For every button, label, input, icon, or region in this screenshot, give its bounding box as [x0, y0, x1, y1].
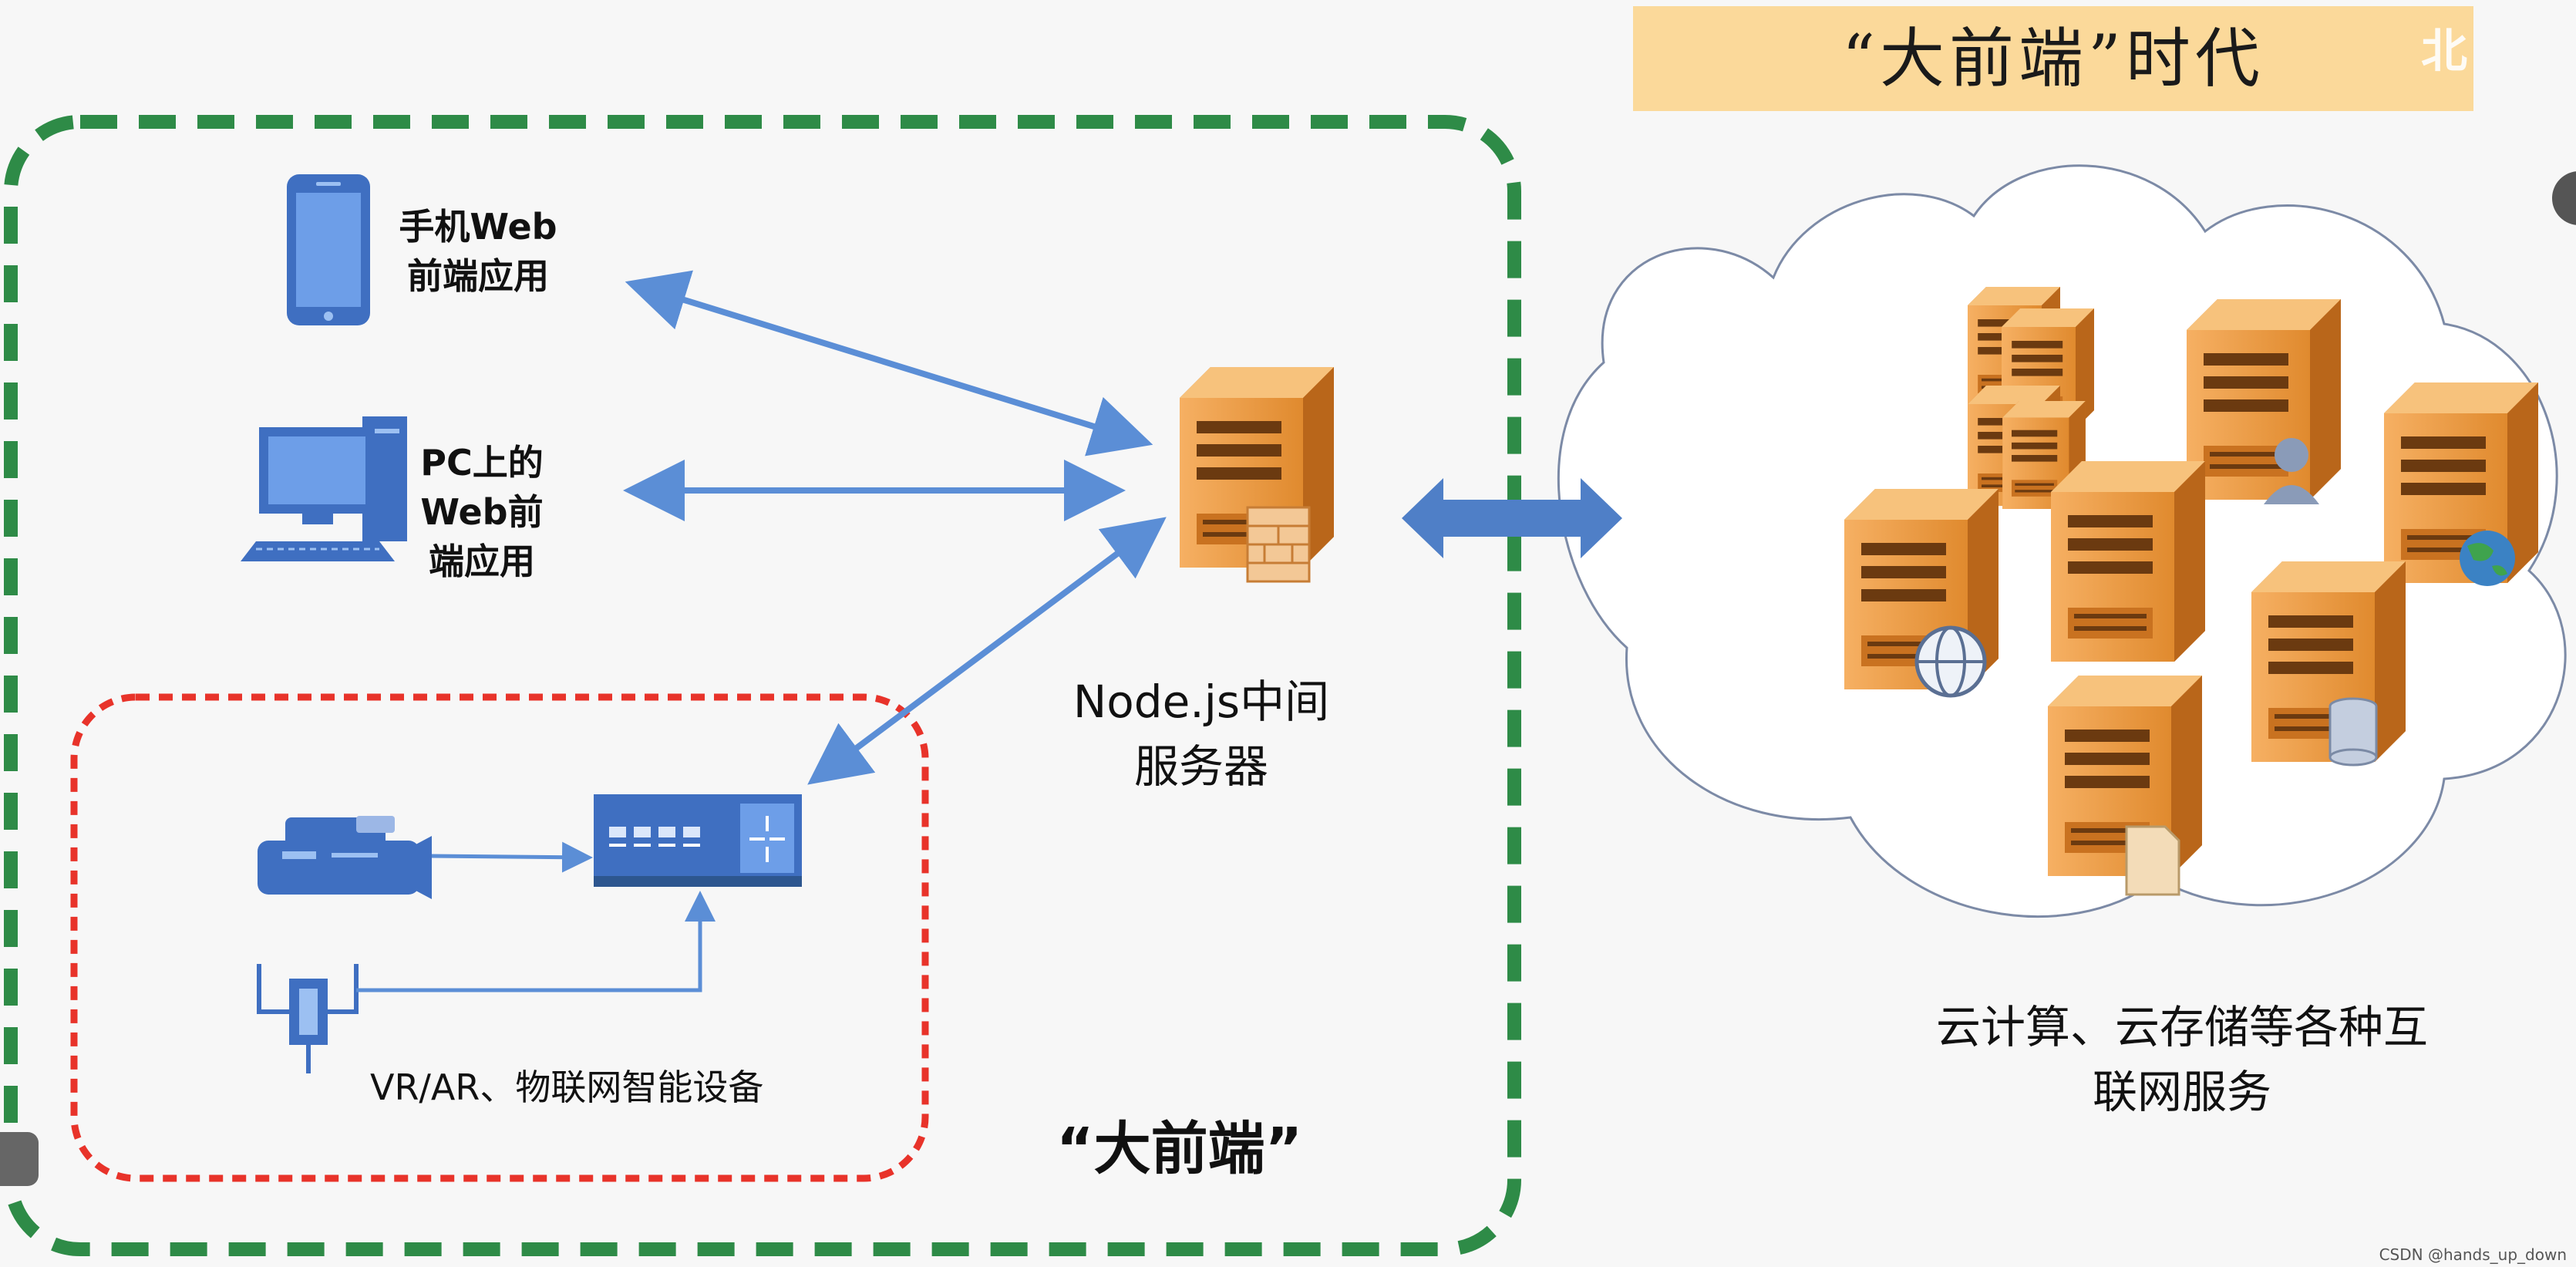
camera-to-switch-arrow — [431, 841, 593, 873]
pc-web-label: PC上的 Web前 端应用 — [420, 442, 544, 582]
big-frontend-region — [4, 115, 1521, 1256]
watermark-logo: 北 — [2421, 25, 2467, 79]
network-switch-icon — [594, 794, 802, 887]
cloud-server-database — [2251, 561, 2406, 767]
cloud-server-document — [2048, 676, 2202, 896]
cloud-server-center — [2051, 461, 2205, 662]
mobile-server-arrow — [625, 270, 1153, 457]
cloud-services-label: 云计算、云存储等各种互 联网服务 — [1935, 1001, 2428, 1118]
iot-devices-label: VR/AR、物联网智能设备 — [370, 1067, 764, 1108]
node-server-label: Node.js中间 服务器 — [1072, 676, 1330, 793]
mobile-web-label: 手机Web 前端应用 — [399, 206, 557, 297]
csdn-credit: CSDN @hands_up_down — [2379, 1245, 2567, 1264]
cloud-server-user — [2187, 299, 2341, 504]
side-menu-tab[interactable] — [0, 1132, 39, 1186]
sensor-to-switch-arrow — [356, 891, 716, 992]
sensor-device-icon — [257, 964, 359, 1073]
iot-server-arrow — [807, 517, 1167, 785]
node-server-icon — [1180, 367, 1334, 583]
diagram-title: “大前端”时代 — [1633, 6, 2473, 111]
cloud-server-globe-green — [2384, 382, 2538, 586]
cloud-server-globe — [1844, 489, 1999, 698]
mobile-phone-icon — [287, 174, 370, 325]
iot-region — [70, 693, 929, 1182]
desktop-computer-icon — [241, 416, 407, 561]
server-cloud-arrow — [1402, 478, 1622, 558]
video-camera-icon — [258, 816, 432, 899]
big-frontend-label: “大前端” — [1056, 1116, 1303, 1182]
